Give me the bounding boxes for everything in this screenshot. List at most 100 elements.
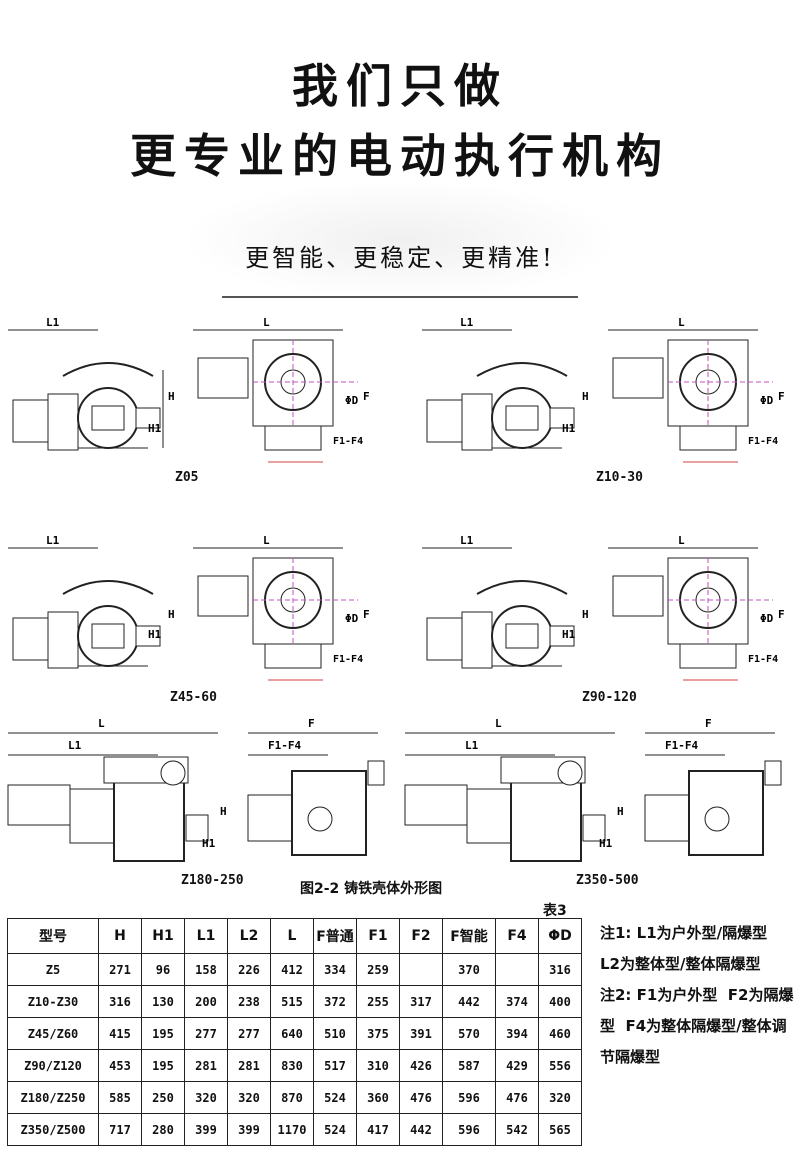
table-cell: 524 [313, 1113, 357, 1146]
table-cell: 130 [141, 985, 185, 1018]
table-cell: Z10-Z30 [7, 985, 99, 1018]
slogan: 更智能、更稳定、更精准! [245, 244, 555, 272]
table-cell: 255 [356, 985, 400, 1018]
notes: 注1: L1为户外型/隔爆型 L2为整体型/整体隔爆型 注2: F1为户外型 F… [600, 918, 796, 1073]
table-cell: 374 [495, 985, 539, 1018]
svg-text:ΦD: ΦD [345, 394, 359, 407]
model-label-z350-500: Z350-500 [576, 873, 639, 888]
table-cell: 585 [98, 1081, 142, 1114]
svg-text:H: H [617, 805, 624, 818]
svg-text:L1: L1 [68, 739, 82, 752]
table-cell: 542 [495, 1113, 539, 1146]
table-cell: 281 [227, 1049, 271, 1082]
model-label-z90-120: Z90-120 [582, 690, 637, 705]
table-cell: 415 [98, 1017, 142, 1050]
table-cell: 316 [98, 985, 142, 1018]
table-cell: 316 [538, 953, 582, 986]
table-cell: 426 [399, 1049, 443, 1082]
table-cell: 394 [495, 1017, 539, 1050]
note-2: 注2: F1为户外型 F2为隔爆型 F4为整体隔爆型/整体调节隔爆型 [600, 986, 794, 1066]
table-title: 表3 [543, 903, 567, 919]
svg-text:H: H [220, 805, 227, 818]
table-cell: 460 [538, 1017, 582, 1050]
svg-text:H: H [582, 390, 589, 403]
table-cell: Z5 [7, 953, 99, 986]
table-cell: 517 [313, 1049, 357, 1082]
header-glow [180, 180, 620, 300]
note-1: 注1: L1为户外型/隔爆型 L2为整体型/整体隔爆型 [600, 924, 778, 973]
table-cell: 259 [356, 953, 400, 986]
table-cell: 596 [442, 1081, 496, 1114]
svg-text:F1-F4: F1-F4 [333, 436, 363, 447]
model-label-z10-30: Z10-30 [596, 470, 643, 485]
table-cell: 320 [227, 1081, 271, 1114]
table-cell: 640 [270, 1017, 314, 1050]
table-cell: 195 [141, 1017, 185, 1050]
svg-text:F: F [705, 717, 712, 730]
svg-text:L: L [678, 534, 685, 547]
headline-line2: 更专业的电动执行机构 [130, 129, 670, 183]
table-cell: 250 [141, 1081, 185, 1114]
table-cell: 399 [184, 1113, 228, 1146]
svg-text:H1: H1 [562, 422, 576, 435]
table-cell: 277 [227, 1017, 271, 1050]
svg-text:ΦD: ΦD [345, 612, 359, 625]
table-cell: 399 [227, 1113, 271, 1146]
svg-text:F1-F4: F1-F4 [748, 436, 778, 447]
table-cell: 570 [442, 1017, 496, 1050]
col-h: H [98, 918, 142, 954]
table-cell: 442 [399, 1113, 443, 1146]
table-cell: 830 [270, 1049, 314, 1082]
col-f1: F1 [356, 918, 400, 954]
model-label-z05: Z05 [175, 470, 199, 485]
table-cell: 375 [356, 1017, 400, 1050]
table-cell: 453 [98, 1049, 142, 1082]
outline-drawings: L1 H H1 L ΦD F F1-F4 L1 H H1 L ΦD F F1-F… [7, 316, 785, 862]
table-cell: 195 [141, 1049, 185, 1082]
table-cell: 1170 [270, 1113, 314, 1146]
table-cell: 717 [98, 1113, 142, 1146]
table-cell: 510 [313, 1017, 357, 1050]
svg-text:L1: L1 [465, 739, 479, 752]
svg-text:H1: H1 [202, 837, 216, 850]
figure-caption: 图2-2 铸铁壳体外形图 [300, 881, 443, 897]
col-l2: L2 [227, 918, 271, 954]
table-cell: 429 [495, 1049, 539, 1082]
table-cell: Z350/Z500 [7, 1113, 99, 1146]
table-cell: 412 [270, 953, 314, 986]
svg-text:F1-F4: F1-F4 [268, 739, 301, 752]
header-divider [222, 296, 578, 298]
table-cell: Z45/Z60 [7, 1017, 99, 1050]
table-cell: 158 [184, 953, 228, 986]
col-l: L [270, 918, 314, 954]
table-cell: 370 [442, 953, 496, 986]
svg-text:H1: H1 [562, 628, 576, 641]
col-l1: L1 [184, 918, 228, 954]
col-h1: H1 [141, 918, 185, 954]
table-cell: 360 [356, 1081, 400, 1114]
model-label-z45-60: Z45-60 [170, 690, 217, 705]
table-cell: 556 [538, 1049, 582, 1082]
table-cell: 372 [313, 985, 357, 1018]
svg-text:H: H [168, 608, 175, 621]
table-cell: 320 [184, 1081, 228, 1114]
table-cell: 391 [399, 1017, 443, 1050]
table-cell: 334 [313, 953, 357, 986]
svg-text:F: F [778, 390, 785, 403]
table-cell: 476 [399, 1081, 443, 1114]
table-cell: 524 [313, 1081, 357, 1114]
svg-text:L: L [263, 316, 270, 329]
table-cell: 320 [538, 1081, 582, 1114]
table-cell: 515 [270, 985, 314, 1018]
svg-text:L: L [98, 717, 105, 730]
table-cell [399, 953, 443, 986]
col-f-normal: F普通 [313, 918, 357, 954]
table-cell: 565 [538, 1113, 582, 1146]
table-cell: 281 [184, 1049, 228, 1082]
svg-text:H1: H1 [148, 422, 162, 435]
col-d: ΦD [538, 918, 582, 954]
